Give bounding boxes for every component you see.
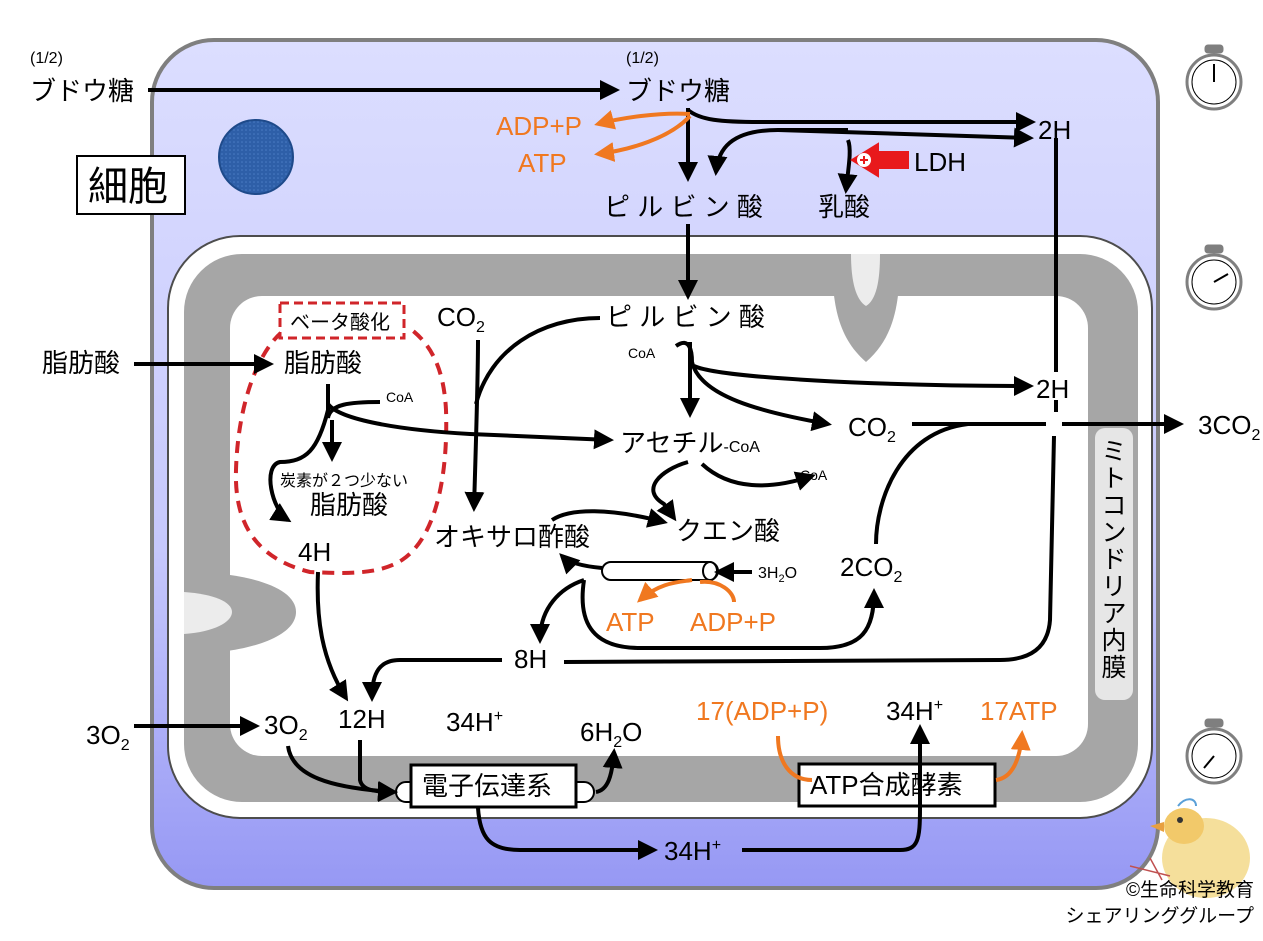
citric-cycle-tube: [601, 561, 719, 581]
coa-1: CoA: [628, 345, 656, 361]
chick-drawing: [1129, 798, 1250, 898]
water-3: 3H2O: [758, 565, 797, 585]
co2-left: CO2: [437, 302, 485, 336]
co2-mid: CO2: [848, 412, 896, 446]
crista-top: [832, 254, 900, 362]
reaction-arrows: [134, 80, 1184, 860]
atp-synthase-label: ATP合成酵素: [810, 770, 963, 800]
proton-34-etc: 34H+: [446, 707, 503, 737]
stopwatch-icon: [1185, 244, 1243, 311]
stopwatch-icon: [1185, 718, 1243, 785]
ldh-label: LDH: [914, 147, 966, 177]
beta-oxidation-box: [278, 301, 406, 340]
adp-17: 17(ADP+P): [696, 696, 828, 726]
h2-mid: 2H: [1036, 374, 1069, 404]
coa-3: CoA: [800, 467, 828, 483]
credit-line-1: ©生命科学教育: [1126, 879, 1254, 901]
citric-acid: クエン酸: [676, 516, 780, 546]
proton-34-synthase: 34H+: [886, 696, 943, 726]
pyruvate-mito: ピ ル ビ ン 酸: [606, 302, 765, 332]
atp-17: 17ATP: [980, 696, 1058, 726]
etc-label: 電子伝達系: [422, 771, 552, 801]
two-carbon-less: 炭素が２つ少ない: [280, 472, 408, 490]
inner-membrane-label: ミトコンドリア内膜: [1101, 438, 1126, 682]
cell-label: 細胞: [88, 165, 168, 209]
h8: 8H: [514, 644, 547, 674]
atp-synthase-box: [797, 762, 997, 808]
pyruvate-cytosol: ピ ル ビ ン 酸: [604, 192, 763, 222]
fatty-acid-inside: 脂肪酸: [284, 348, 362, 378]
h12: 12H: [338, 704, 386, 734]
crista-left: [184, 572, 296, 654]
co2-out: 3CO2: [1198, 410, 1260, 444]
orange-arrows: [594, 110, 1031, 782]
ldh-arrow: [850, 142, 909, 178]
fatty-acid-outside: 脂肪酸: [42, 348, 120, 378]
adp-p-glycolysis: ADP+P: [496, 111, 582, 141]
atp-glycolysis: ATP: [518, 148, 567, 178]
o2-outside: 3O2: [86, 720, 130, 754]
adp-p-cycle: ADP+P: [690, 607, 776, 637]
inner-membrane-label-box: [1095, 428, 1133, 700]
beta-oxidation-region: [233, 328, 449, 575]
h4: 4H: [298, 537, 331, 567]
water-6: 6H2O: [580, 717, 642, 751]
lactate: 乳酸: [818, 192, 870, 222]
co2-2: 2CO2: [840, 552, 902, 586]
half-label-left: (1/2): [30, 50, 63, 67]
stopwatch-icon: [1185, 44, 1243, 111]
cell-label-box: [76, 155, 186, 215]
fatty-acid-short: 脂肪酸: [310, 490, 388, 520]
coa-2: CoA: [386, 389, 414, 405]
proton-34-ims: 34H+: [664, 836, 721, 866]
glucose-outside: ブドウ糖: [30, 76, 134, 106]
nucleus: [218, 119, 294, 195]
o2-inside: 3O2: [264, 710, 308, 744]
acetyl-coa: アセチル-CoA: [620, 428, 760, 458]
h2-top: 2H: [1038, 115, 1071, 145]
atp-cycle: ATP: [606, 607, 655, 637]
etc-box: [409, 763, 578, 809]
glucose-cytosol: ブドウ糖: [626, 76, 730, 106]
beta-oxidation-label: ベータ酸化: [290, 311, 390, 334]
half-label-mid: (1/2): [626, 50, 659, 67]
credit-line-2: シェアリンググループ: [1066, 905, 1254, 927]
oxaloacetic-acid: オキサロ酢酸: [434, 522, 590, 552]
